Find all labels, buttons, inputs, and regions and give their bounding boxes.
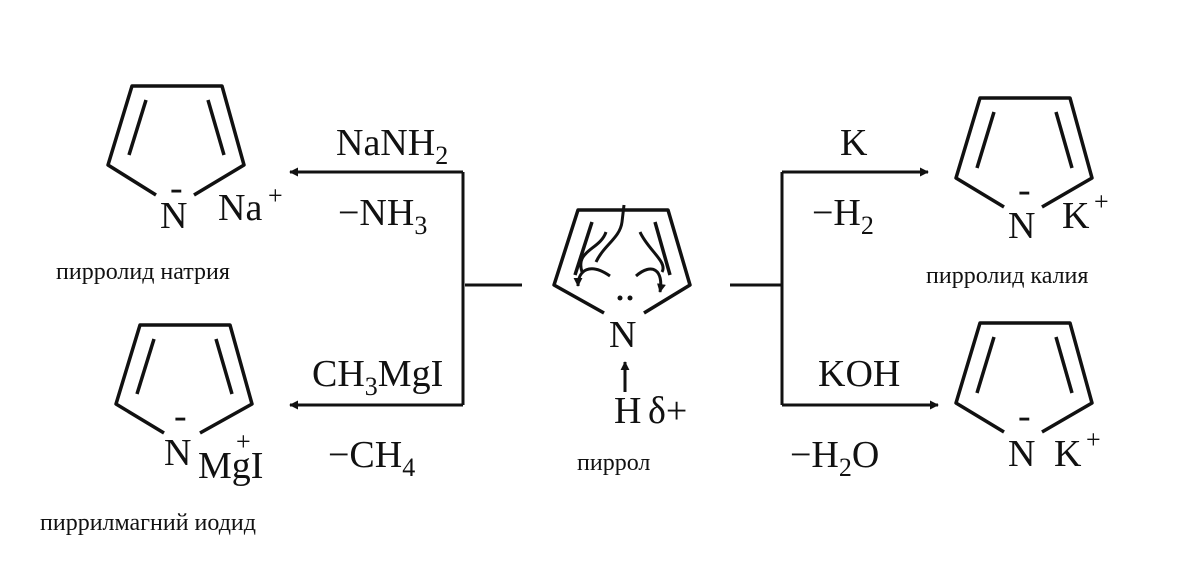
left-branch-connector	[289, 167, 522, 410]
right-branch-connector	[730, 167, 939, 410]
electron-shift-arrow-top	[594, 204, 626, 263]
byproduct-ammonia: −NH3	[338, 192, 427, 240]
pyrrylmagnesium-ring	[114, 323, 254, 435]
sodium-pyrrolide-minus: -	[170, 167, 183, 209]
byproduct-water: −H2O	[790, 434, 879, 482]
electron-shift-arrow-right	[638, 231, 665, 273]
pyrrylmagnesium-n-label: N	[164, 432, 191, 474]
grignard-conditions: CH3MgI −CH4	[312, 353, 443, 482]
lone-pair-arrow-right	[635, 267, 666, 293]
reagent-potassium: K	[840, 122, 868, 164]
magnesium-iodide-cation: MgI	[198, 445, 263, 487]
reagent-sodium-amide: NaNH2	[336, 122, 448, 170]
sodium-pyrrolide-molecule: N - Na + пирролид натрия	[56, 84, 283, 285]
potassium-pyrrolide-ring-top	[954, 96, 1094, 209]
potassium-pyrrolide-molecule-bottom: N - K +	[954, 321, 1101, 475]
pyrrole-molecule: N H δ+ пиррол	[552, 204, 692, 476]
potassium-pyrrolide-molecule-top: N - K + пирролид калия	[926, 96, 1109, 289]
sodium-pyrrolide-ring	[106, 84, 246, 197]
pyrrole-double-bond-right	[653, 221, 672, 276]
electron-shift-arrow-left	[579, 231, 608, 273]
pyrrole-double-bond-left	[573, 221, 594, 276]
pyrrole-caption: пиррол	[577, 450, 650, 476]
reagent-potassium-hydroxide: KOH	[818, 353, 900, 395]
potassium-conditions: K −H2	[812, 122, 874, 240]
sodium-cation: Na	[218, 187, 262, 229]
sodium-pyrrolide-caption: пирролид натрия	[56, 259, 230, 285]
potassium-cation-charge-bottom: +	[1086, 425, 1101, 454]
lone-pair-dot	[617, 295, 623, 301]
pyrrole-h-label: H	[614, 390, 641, 432]
sodium-cation-charge: +	[268, 181, 283, 210]
potassium-pyrrolide-ring-bottom	[954, 321, 1094, 434]
potassium-cation-bottom: K	[1054, 433, 1082, 475]
lone-pair-dot	[627, 295, 633, 301]
potassium-pyrrolide-minus-top: -	[1018, 169, 1031, 211]
potassium-cation-charge-top: +	[1094, 187, 1109, 216]
potassium-pyrrolide-n-label-top: N	[1008, 205, 1035, 247]
reagent-methylmagnesium-iodide: CH3MgI	[312, 353, 443, 401]
byproduct-hydrogen: −H2	[812, 192, 874, 240]
byproduct-methane: −CH4	[328, 434, 415, 482]
pyrrylmagnesium-caption: пиррилмагний иодид	[40, 510, 256, 536]
potassium-pyrrolide-minus-bottom: -	[1018, 395, 1031, 437]
potassium-pyrrolide-n-label-bottom: N	[1008, 433, 1035, 475]
partial-charge-label: δ+	[648, 390, 687, 432]
sodium-pyrrolide-n-label: N	[160, 195, 187, 237]
pyrrylmagnesium-iodide-molecule: N - MgI + пиррилмагний иодид	[40, 323, 263, 536]
potassium-cation-top: K	[1062, 195, 1090, 237]
pyrrylmagnesium-minus: -	[174, 395, 187, 437]
lone-pair-arrow-left	[573, 267, 611, 287]
potassium-hydroxide-conditions: KOH −H2O	[790, 353, 900, 482]
potassium-pyrrolide-caption: пирролид калия	[926, 263, 1088, 289]
sodium-amide-conditions: NaNH2 −NH3	[336, 122, 448, 240]
pyrrole-n-label: N	[609, 314, 636, 356]
magnesium-cation-charge: +	[236, 427, 251, 456]
